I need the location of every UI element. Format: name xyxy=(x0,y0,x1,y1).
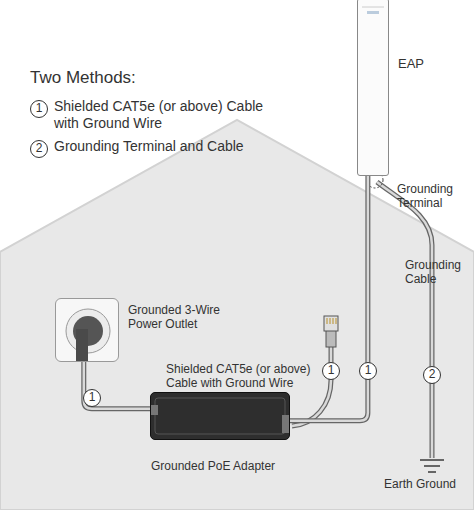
node-label: Grounded PoE Adapter xyxy=(151,459,321,473)
callout-number: 2 xyxy=(423,366,441,384)
cable-stroke xyxy=(290,176,368,421)
text-label: Earth Ground xyxy=(384,477,470,491)
shielded-cable xyxy=(292,346,331,426)
text-label: Grounding Terminal xyxy=(397,182,471,211)
cable-connector xyxy=(84,362,150,409)
callout-number: 1 xyxy=(30,100,48,118)
poe-adapter: Grounded PoE Adapter xyxy=(150,392,290,440)
earth-ground-symbol xyxy=(420,460,444,472)
node-label: Grounded 3-Wire Power Outlet xyxy=(128,303,253,332)
cable-connector xyxy=(290,176,368,421)
grounding-cable-core xyxy=(377,182,432,458)
cable-stroke xyxy=(290,176,368,421)
text-label: Shielded CAT5e (or above) Cable with Gro… xyxy=(54,98,284,132)
rj45-plug xyxy=(324,316,338,347)
eap-device: EAP xyxy=(357,0,389,176)
outlet-detail xyxy=(56,299,118,361)
callout-number: 1 xyxy=(359,362,377,380)
house-outline xyxy=(0,120,474,510)
grounding-cable xyxy=(377,182,432,458)
callout-number: 2 xyxy=(30,140,48,158)
text-label: Grounding Cable xyxy=(405,258,471,287)
power-outlet: Grounded 3-Wire Power Outlet xyxy=(55,298,119,362)
adapter-detail xyxy=(151,393,289,439)
cable-stroke xyxy=(84,362,150,409)
diagram-title: Two Methods: xyxy=(30,68,136,88)
callout-number: 1 xyxy=(83,389,101,407)
shielded-cable-core xyxy=(292,346,331,426)
cable-stroke xyxy=(84,362,150,409)
callout-number: 1 xyxy=(322,362,340,380)
text-label: Shielded CAT5e (or above) Cable with Gro… xyxy=(166,362,318,391)
text-label: Grounding Terminal and Cable xyxy=(54,138,284,155)
node-label: EAP xyxy=(398,56,458,72)
eap-detail xyxy=(358,0,388,175)
